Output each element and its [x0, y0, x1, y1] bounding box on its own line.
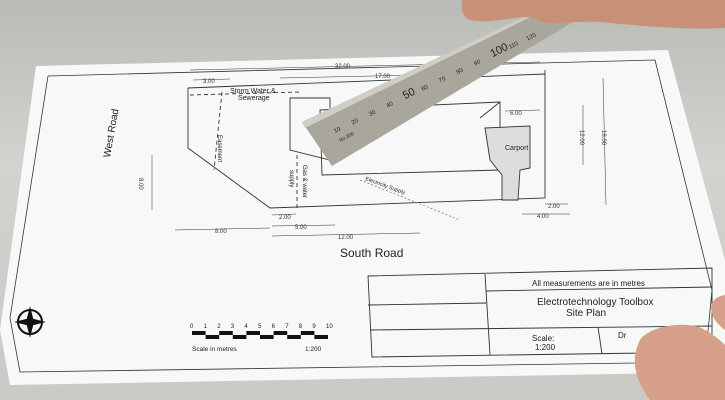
scale-label: Scale: — [532, 334, 554, 343]
plan-title: Electrotechnology Toolbox — [537, 297, 654, 308]
scale-ratio: 1:200 — [305, 346, 322, 353]
scale-value: 1:200 — [535, 343, 556, 352]
easement-label: Easement — [216, 135, 222, 162]
ruler-number: 80 — [456, 67, 465, 76]
dim-18: 18.00 — [600, 130, 606, 146]
scale-bar: Scale in metres 1:200 0 1 2 3 4 5 6 7 8 9 10 — [190, 324, 333, 353]
gas-water-label: Gas & water — [301, 165, 307, 198]
dim-4: 4.00 — [537, 214, 549, 220]
dim-2a: 2.00 — [279, 215, 291, 221]
ruler-number: 50 — [401, 86, 417, 102]
ruler-number: 40 — [386, 101, 395, 110]
south-road-label: South Road — [340, 246, 403, 260]
ruler-number: 60 — [421, 84, 430, 93]
scale-tick-label: 4 — [244, 324, 248, 330]
title-block-text: All measurements are in metres Electrote… — [532, 279, 654, 352]
ruler-number: 90 — [473, 59, 482, 68]
drawn-label: Dr — [618, 331, 627, 340]
scale-segment — [232, 335, 247, 339]
dim-32: 32.00 — [335, 64, 351, 70]
scale-tick-label: 6 — [272, 324, 276, 330]
scale-segment — [314, 335, 328, 339]
dim-12: 12.00 — [338, 235, 354, 241]
scale-caption: Scale in metres — [192, 346, 238, 353]
dim-8: 8.00 — [215, 229, 227, 235]
ruler-number: 70 — [438, 76, 447, 85]
scale-tick-label: 8 — [299, 324, 303, 330]
storm-water-label: Storm Water & — [230, 88, 276, 95]
dim-8v: 8.00 — [137, 178, 143, 190]
dim-3: 3.00 — [203, 79, 215, 85]
sewerage-label: Sewerage — [238, 95, 270, 102]
dim-5: 5.00 — [295, 225, 307, 231]
ruler-number: 110 — [508, 41, 520, 51]
dim-6: 6.00 — [510, 111, 522, 117]
ruler-number: 30 — [368, 109, 377, 118]
scale-segment — [246, 331, 260, 335]
scale-tick-label: 0 — [190, 324, 194, 330]
ruler-number: 10 — [333, 126, 342, 135]
carport-label: Carport — [505, 145, 528, 152]
hand-bottom — [634, 295, 725, 400]
plan-subtitle: Site Plan — [566, 308, 606, 319]
scale-segment — [219, 331, 233, 335]
scale-tick-label: 1 — [204, 324, 208, 330]
scale-tick-label: 10 — [326, 324, 333, 330]
hand-top — [461, 0, 725, 29]
measurement-note: All measurements are in metres — [532, 279, 645, 288]
dim-17: 17.00 — [375, 74, 391, 80]
scale-segment — [300, 331, 315, 335]
dim-2b: 2.00 — [548, 204, 560, 210]
scale-tick-label: 9 — [312, 324, 316, 330]
north-arrow-icon — [14, 306, 46, 338]
scale-segment — [192, 331, 206, 335]
supply-label: supply — [288, 170, 294, 187]
dim-12v: 12.00 — [578, 130, 584, 146]
scale-segment — [260, 335, 274, 339]
carport-hatch — [484, 125, 531, 201]
scale-tick-label: 5 — [258, 324, 262, 330]
paper-sheet — [0, 50, 725, 385]
scale-segment — [287, 335, 301, 339]
ruler-number: 20 — [351, 118, 360, 127]
scale-segment — [273, 331, 288, 335]
scale-tick-label: 2 — [217, 324, 221, 330]
ruler-number: 120 — [526, 32, 538, 42]
scale-tick-label: 7 — [285, 324, 289, 330]
scale-segment — [205, 335, 220, 339]
scale-tick-label: 3 — [231, 324, 235, 330]
